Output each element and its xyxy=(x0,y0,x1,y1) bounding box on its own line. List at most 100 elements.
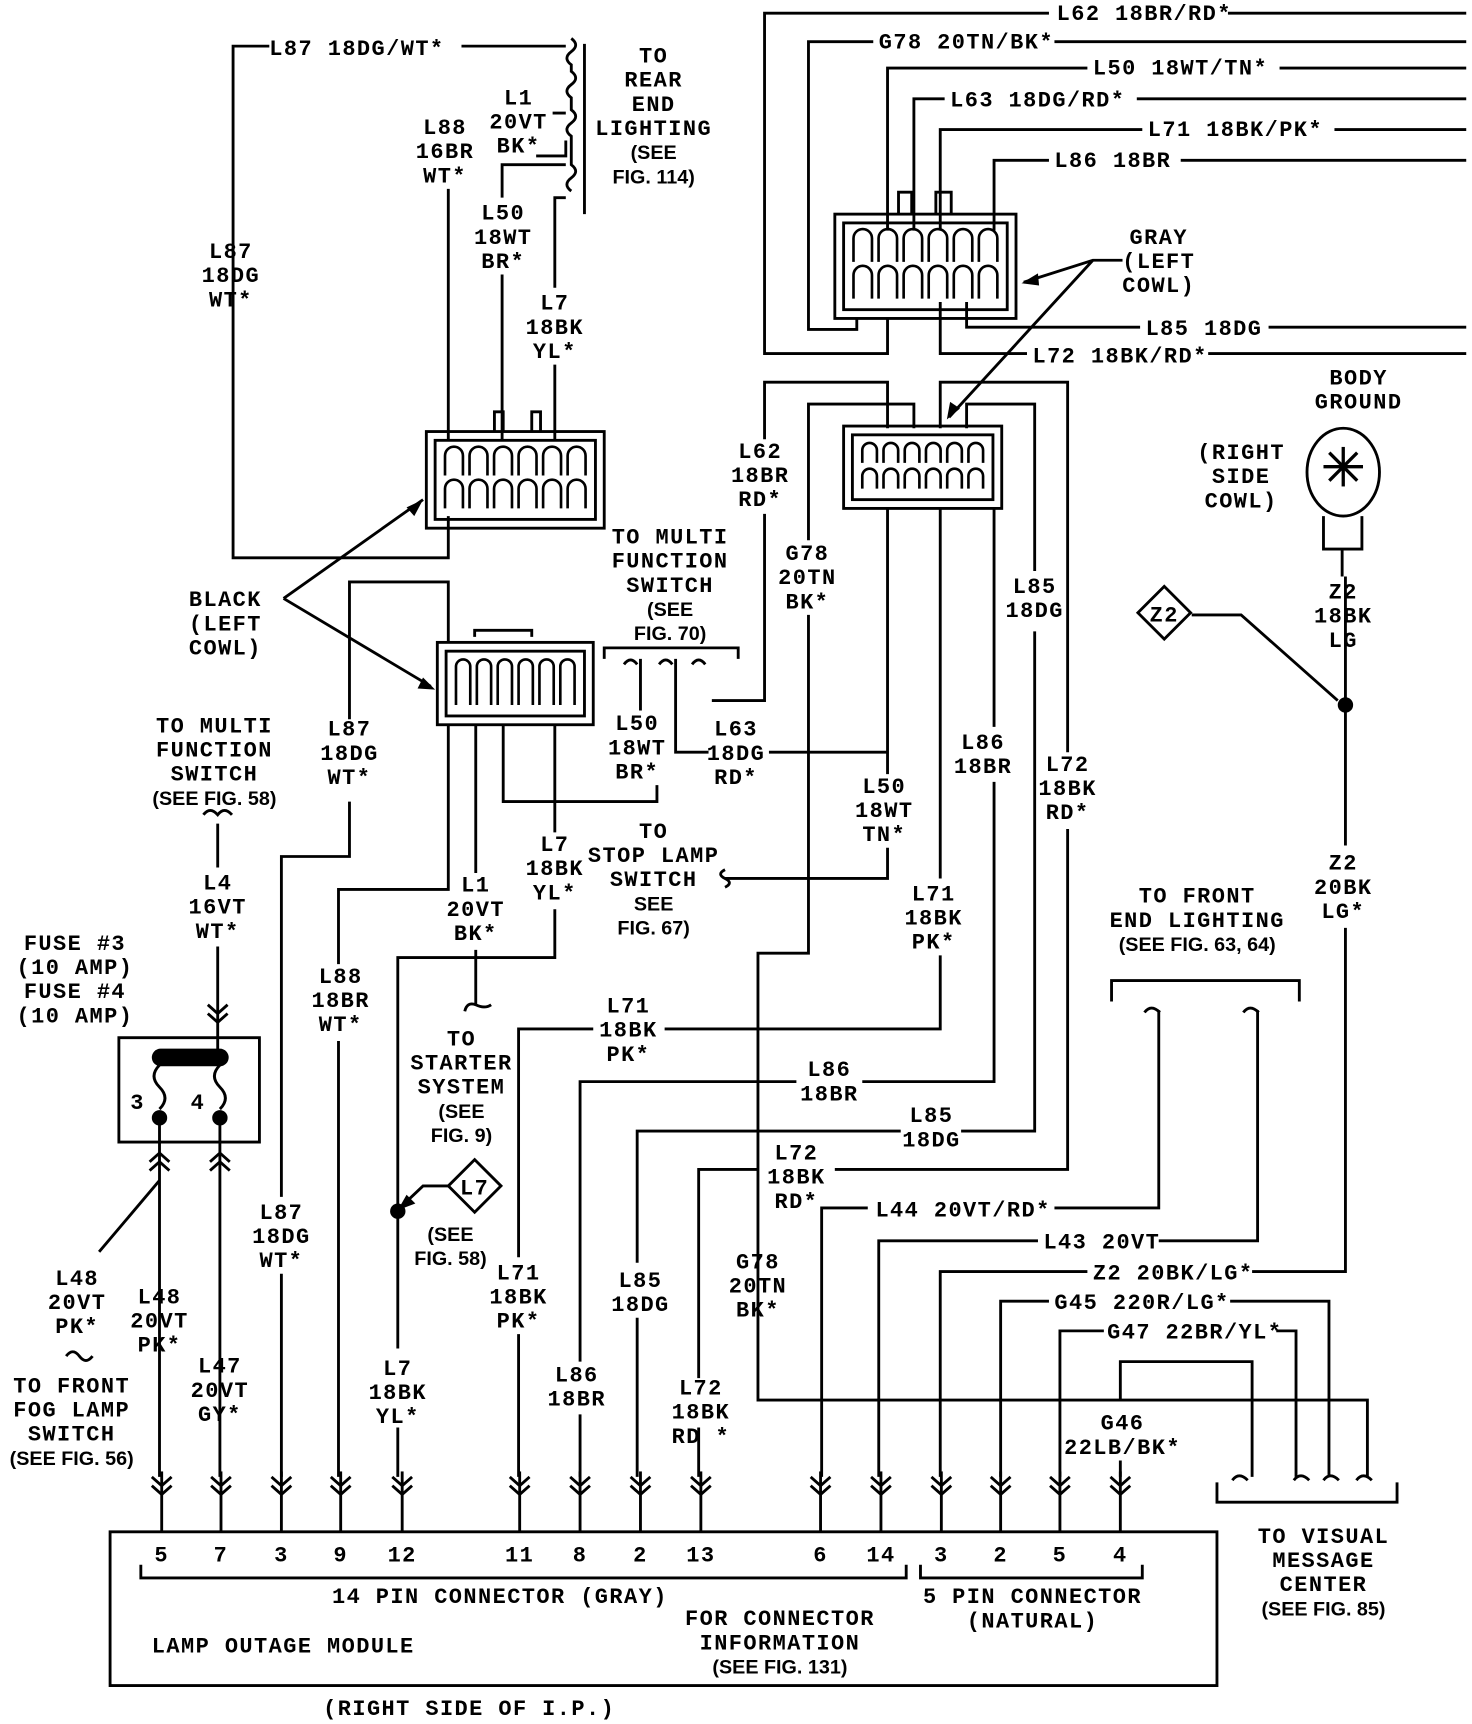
l72-mid-label: 18BK xyxy=(1038,777,1096,802)
l71-right-label: PK* xyxy=(912,931,956,956)
z2-diamond-lead xyxy=(1191,613,1339,702)
connector-cavity xyxy=(517,658,535,705)
info-label: INFORMATION xyxy=(700,1631,861,1656)
front-end-label: END LIGHTING xyxy=(1110,909,1285,934)
l88-mid-label: 18BR xyxy=(311,989,369,1014)
wire-g78-mid xyxy=(756,402,1369,1477)
l85-mid-label: L85 xyxy=(1013,575,1057,600)
wire-l4 xyxy=(202,808,234,1055)
mfs58-label: SWITCH xyxy=(171,763,259,788)
connector-cavity xyxy=(492,478,514,509)
fog-label: (SEE FIG. 56) xyxy=(10,1448,134,1470)
wire-l48-branch xyxy=(65,1179,161,1362)
z2-diamond xyxy=(1135,584,1193,642)
connector-middle xyxy=(842,424,1004,510)
fog-label: SWITCH xyxy=(28,1423,116,1448)
connector-cavity xyxy=(468,445,489,476)
l7-diamond-label: L7 xyxy=(460,1177,489,1202)
l87-bot-label: WT* xyxy=(259,1249,303,1274)
black-connector-lower xyxy=(435,640,595,727)
wire-l71-right xyxy=(517,507,942,1477)
z2-20-label: LG* xyxy=(1321,900,1365,925)
connector-cavity xyxy=(952,227,974,262)
l71-mid-label: L71 xyxy=(606,994,650,1019)
l86-h-label: 18BR xyxy=(800,1082,858,1107)
connector-chevron xyxy=(209,1151,231,1172)
l71-mid-label: PK* xyxy=(606,1043,650,1068)
l86-mid-label: 18BR xyxy=(954,755,1012,780)
l85-bot-label: L85 xyxy=(619,1269,663,1294)
starter-label: TO xyxy=(447,1027,476,1052)
l86-tr-label: L86 18BR xyxy=(1054,149,1171,174)
l63-tr-label: L63 18DG/RD* xyxy=(950,89,1125,114)
l85-h-label: L85 xyxy=(910,1104,954,1129)
mfs70-connector xyxy=(602,646,740,666)
pin-number-14pin: 3 xyxy=(274,1543,289,1568)
pin-number-14pin: 13 xyxy=(686,1543,715,1568)
wire-l50-tr xyxy=(886,66,1467,231)
info-label: FOR CONNECTOR xyxy=(685,1607,875,1632)
connector-cavity xyxy=(945,441,964,463)
l4-label: WT* xyxy=(196,920,240,945)
l88-top-label: WT* xyxy=(423,164,467,189)
g78-bot-label: BK* xyxy=(736,1299,780,1324)
wire-l44 xyxy=(820,1010,1161,1477)
l72-mid-label: RD* xyxy=(1046,801,1090,826)
l44-label: L44 20VT/RD* xyxy=(875,1199,1050,1224)
z2-20-label: Z2 xyxy=(1329,852,1358,877)
l47-label: L47 xyxy=(198,1355,242,1380)
pin-number-5pin: 4 xyxy=(1113,1543,1128,1568)
l63-mid-label: RD* xyxy=(714,766,758,791)
rear-label: TO xyxy=(639,45,668,70)
fuse-bus-bar xyxy=(151,1048,229,1067)
connector-cavity xyxy=(566,445,587,476)
l43-label: L43 20VT xyxy=(1043,1231,1160,1256)
l50-mid-label: 18WT xyxy=(608,736,666,761)
pin-number-14pin: 12 xyxy=(388,1543,417,1568)
wire-l1-top xyxy=(536,111,568,158)
arrowhead xyxy=(406,499,424,517)
wire-l50-mid xyxy=(501,658,659,804)
l87-bot-label: L87 xyxy=(259,1201,303,1226)
conn5-label: (NATURAL) xyxy=(967,1609,1098,1634)
l50-mid-label: BR* xyxy=(615,761,659,786)
mfs70-label: FIG. 70) xyxy=(634,623,706,645)
connector-cavity xyxy=(558,658,576,705)
rear-label: LIGHTING xyxy=(595,117,712,142)
connector-cavity xyxy=(924,467,942,489)
g78-bot-label: 20TN xyxy=(729,1274,787,1299)
l86-h-label: L86 xyxy=(807,1058,851,1083)
name-label: LAMP OUTAGE MODULE xyxy=(152,1635,415,1660)
l72-bot-label: 18BK xyxy=(672,1401,730,1426)
l4-label: 16VT xyxy=(188,896,246,921)
starter-label: STARTER xyxy=(410,1052,512,1077)
l72-tr-label: L72 18BK/RD* xyxy=(1032,344,1207,369)
l87-top-label: L87 18DG/WT* xyxy=(269,37,444,62)
wire-l86-mid xyxy=(578,507,996,1477)
stop-lamp-label: STOP LAMP xyxy=(588,844,719,869)
l86-bot-label: 18BR xyxy=(548,1388,606,1413)
visual-label: (SEE FIG. 85) xyxy=(1261,1598,1385,1620)
connector-cavity xyxy=(454,658,472,705)
connector-cavity xyxy=(860,467,879,489)
fog-label: FOG LAMP xyxy=(13,1399,130,1424)
black-connector-upper xyxy=(424,430,606,530)
wire-l88-mid xyxy=(337,724,450,1477)
connector-cavity xyxy=(952,264,974,299)
front-end-label: TO FRONT xyxy=(1139,885,1256,910)
connector-cavity xyxy=(877,264,899,299)
l72-bot-label: RD * xyxy=(672,1425,730,1450)
connector-cavity xyxy=(852,264,874,299)
connector-cavity xyxy=(517,445,538,476)
l62-tr-label: L62 18BR/RD* xyxy=(1057,2,1232,27)
connector-cavity xyxy=(443,478,465,509)
gray-label: GRAY xyxy=(1130,226,1188,251)
connector-latch xyxy=(473,628,534,637)
connector-cavity xyxy=(852,227,874,262)
connector-cavity xyxy=(977,264,999,299)
l50-top-label: BR* xyxy=(481,250,525,275)
body-ground-label: BODY xyxy=(1329,366,1387,391)
rear-lighting-connector xyxy=(565,37,586,215)
pin-number-14pin: 11 xyxy=(505,1543,534,1568)
